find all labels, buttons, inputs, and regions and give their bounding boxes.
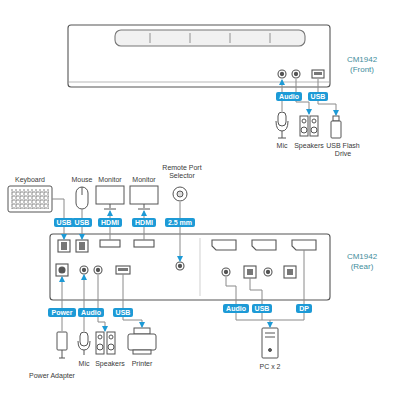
device-label: Printer	[132, 360, 153, 368]
tag-text: USB	[255, 305, 270, 312]
device-label: Speakers	[95, 360, 125, 368]
device-label: Keyboard	[15, 176, 45, 184]
tag-text: DP	[299, 305, 309, 312]
connector-tag: Audio	[276, 92, 302, 101]
device-label: Monitor	[132, 176, 155, 184]
tag-text: USB	[57, 219, 72, 226]
tag-text: USB	[311, 93, 326, 100]
device-label: Mic	[79, 360, 90, 368]
device-label: Remote Port Selector	[157, 164, 207, 180]
rear-top-devices	[8, 186, 187, 212]
tag-text: Power	[51, 309, 72, 316]
front-devices	[276, 112, 341, 138]
tag-text: Audio	[226, 305, 246, 312]
device-label: Monitor	[98, 176, 121, 184]
front-unit	[68, 25, 330, 87]
connector-tag: HDMI	[98, 218, 122, 227]
connector-tag: Power	[48, 308, 75, 317]
rear-unit	[50, 234, 330, 300]
device-label: Power Adapter	[29, 372, 75, 380]
connector-tag: DP	[296, 304, 312, 313]
cable-wires	[52, 79, 336, 331]
model-label: CM1942 (Rear)	[337, 252, 387, 272]
connector-tag: USB	[252, 304, 273, 313]
tag-text: Audio	[279, 93, 299, 100]
model-label: CM1942 (Front)	[337, 55, 387, 75]
tag-text: HDMI	[135, 219, 153, 226]
device-label: Mouse	[71, 176, 92, 184]
connector-tag: USB	[113, 308, 134, 317]
tag-text: Audio	[81, 309, 101, 316]
rear-bottom-devices	[57, 328, 278, 358]
connector-tag: Audio	[223, 304, 249, 313]
connector-tag: USB	[72, 218, 93, 227]
connector-tag: 2.5 mm	[165, 218, 195, 227]
tag-text: 2.5 mm	[168, 219, 192, 226]
device-label: USB Flash Drive	[324, 142, 362, 158]
device-label: Mic	[277, 142, 288, 150]
tag-text: USB	[75, 219, 90, 226]
connector-tag: HDMI	[132, 218, 156, 227]
tag-text: HDMI	[101, 219, 119, 226]
connector-tag: Audio	[78, 308, 104, 317]
tag-text: USB	[116, 309, 131, 316]
device-label: Speakers	[294, 142, 324, 150]
device-label: PC x 2	[259, 363, 280, 371]
connector-tag: USB	[308, 92, 329, 101]
